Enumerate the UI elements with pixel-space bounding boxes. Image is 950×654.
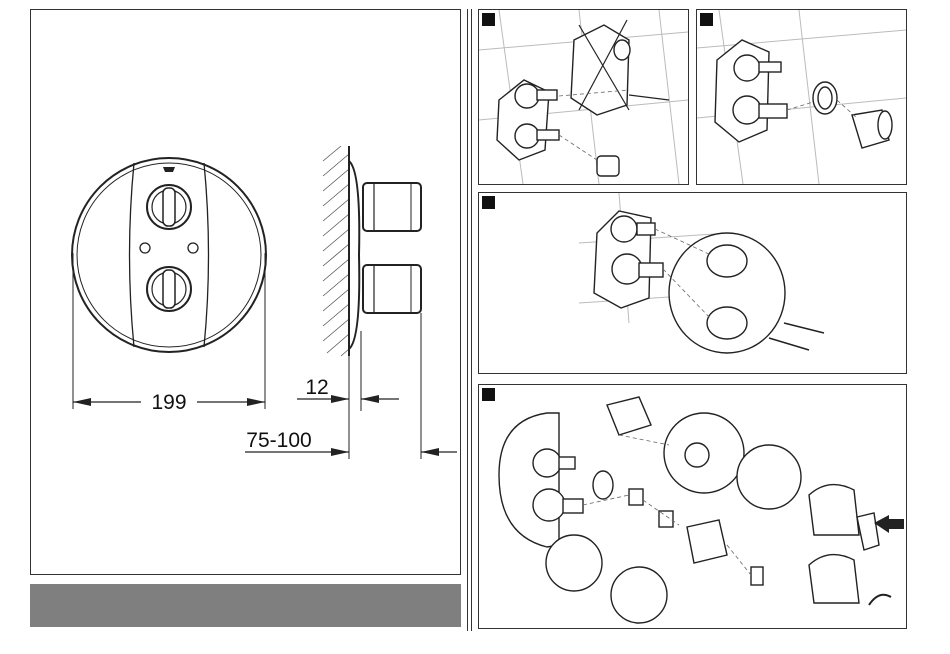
side-view <box>245 146 457 459</box>
lower-knob-side <box>363 265 421 313</box>
round-escutcheon <box>72 158 266 352</box>
front-view <box>72 158 266 409</box>
center-band-right <box>204 163 209 347</box>
screw-hole-left <box>140 243 150 253</box>
divider-line-left <box>467 9 468 631</box>
dimension-drawing: 199 12 75-100 <box>31 10 462 576</box>
step-1-drawing <box>479 10 688 184</box>
step-4-drawing <box>479 385 906 628</box>
detail-circle-bottom <box>611 567 667 623</box>
offset-dimension-label: 12 <box>305 376 328 399</box>
step-2-panel <box>696 9 907 185</box>
handle-sleeve <box>687 520 727 563</box>
escutcheon-edge <box>499 413 559 547</box>
upper-handle <box>147 185 191 229</box>
adapter <box>607 397 651 435</box>
detail-circle-left <box>546 535 602 591</box>
handle-assembled-1 <box>809 485 859 535</box>
detail-circle-knurl <box>737 445 801 509</box>
center-band-left <box>130 163 135 347</box>
width-dimension-label: 199 <box>151 391 186 414</box>
footer-gray-bar <box>30 584 461 627</box>
step-3-drawing <box>479 193 906 373</box>
depth-dimension-label: 75-100 <box>246 429 311 452</box>
screw-hole-right <box>188 243 198 253</box>
logo-mark <box>163 167 175 172</box>
screw-1 <box>784 323 824 333</box>
sleeve <box>597 156 619 176</box>
screw-2 <box>769 338 809 350</box>
plate-profile <box>349 161 359 349</box>
dimension-panel: 199 12 75-100 <box>30 9 461 575</box>
lower-handle <box>147 267 191 311</box>
rotate-arrow-icon <box>869 595 891 605</box>
push-arrow-icon <box>874 515 904 533</box>
lever-insert <box>857 513 879 550</box>
upper-knob-side <box>363 183 421 231</box>
step-3-panel <box>478 192 907 374</box>
handle-assembled-2 <box>809 555 859 603</box>
step-2-drawing <box>697 10 906 184</box>
wall-section <box>323 146 349 356</box>
step-1-panel <box>478 9 689 185</box>
divider-line-right <box>471 9 472 631</box>
step-4-panel <box>478 384 907 629</box>
